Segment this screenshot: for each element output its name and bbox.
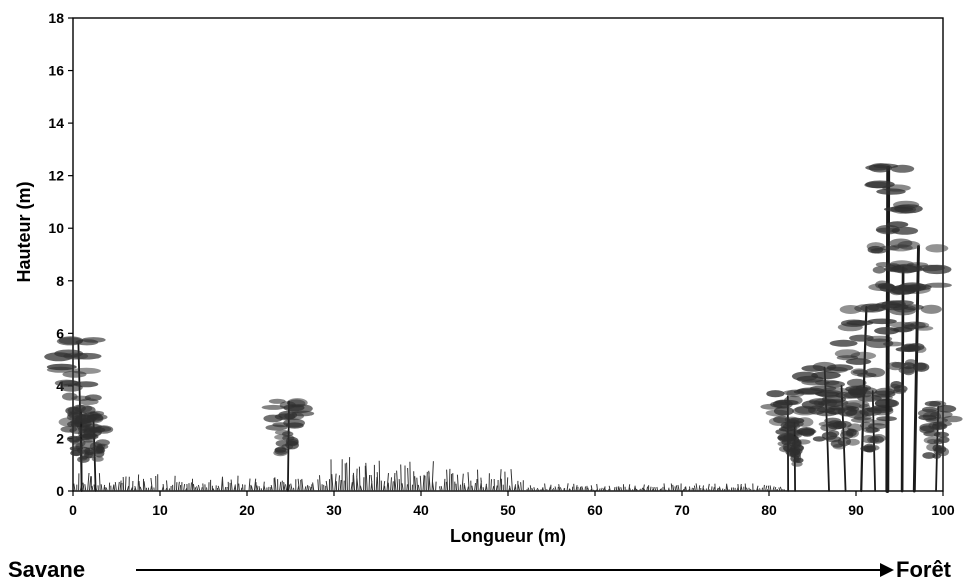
- x-tick-label: 80: [761, 502, 777, 518]
- tree: [58, 404, 103, 492]
- gradient-arrow-head: [880, 563, 894, 577]
- tree: [44, 336, 106, 492]
- y-tick-label: 16: [48, 63, 64, 79]
- y-tick-label: 0: [56, 483, 64, 499]
- x-tick-label: 70: [674, 502, 690, 518]
- grass-segment: [613, 483, 786, 492]
- x-tick-label: 50: [500, 502, 516, 518]
- y-tick-label: 12: [48, 168, 64, 184]
- tree-layer: [44, 163, 963, 493]
- savane-label: Savane: [8, 557, 85, 582]
- tree: [888, 238, 952, 493]
- grass-segment: [526, 483, 611, 492]
- x-tick-label: 20: [239, 502, 255, 518]
- x-tick-label: 100: [931, 502, 955, 518]
- x-tick-label: 0: [69, 502, 77, 518]
- grass-segment: [439, 468, 524, 492]
- y-tick-label: 6: [56, 325, 64, 341]
- y-axis-title: Hauteur (m): [14, 181, 34, 282]
- x-tick-label: 90: [848, 502, 864, 518]
- y-tick-label: 18: [48, 10, 64, 26]
- grass-segment: [317, 457, 437, 492]
- y-tick-label: 8: [56, 273, 64, 289]
- x-tick-label: 60: [587, 502, 603, 518]
- x-tick-label: 10: [152, 502, 168, 518]
- grass-segment: [248, 477, 315, 492]
- grass-segment: [73, 472, 159, 492]
- foret-label: Forêt: [896, 557, 952, 582]
- x-axis-title: Longueur (m): [450, 526, 566, 546]
- tree: [261, 398, 315, 492]
- y-tick-label: 10: [48, 220, 64, 236]
- x-tick-label: 40: [413, 502, 429, 518]
- y-tick-label: 2: [56, 430, 64, 446]
- grass-segment: [161, 475, 246, 492]
- tree: [777, 416, 817, 492]
- y-tick-label: 14: [48, 115, 64, 131]
- x-axis-ticks: 0 10 20 30 40 50 60 70 80 90 100: [69, 491, 955, 518]
- herbaceous-layer: [73, 457, 786, 492]
- tree: [917, 400, 963, 492]
- x-tick-label: 30: [326, 502, 342, 518]
